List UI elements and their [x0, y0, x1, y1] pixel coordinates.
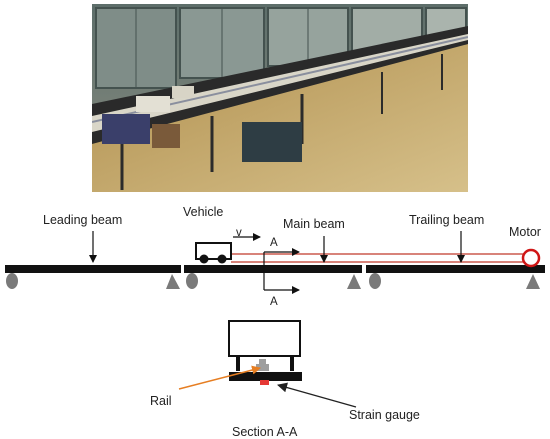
section-title: Section A-A — [232, 425, 298, 439]
main-beam-label: Main beam — [283, 217, 345, 231]
trailing-beam-pin-support — [526, 274, 540, 289]
vehicle-label: Vehicle — [183, 205, 223, 219]
section-vehicle-body — [228, 320, 301, 357]
strain-gauge-label: Strain gauge — [349, 408, 420, 422]
leading-beam-roller-support — [6, 273, 18, 289]
main-beam — [184, 265, 362, 273]
strain-gauge-pointer — [277, 382, 357, 408]
leading-beam — [5, 265, 181, 273]
rail-pointer — [178, 365, 261, 390]
section-a-a-drawing — [228, 320, 302, 385]
section-marker-top-label: A — [270, 237, 278, 249]
velocity-label: v — [236, 227, 242, 239]
section-vehicle-leg-left — [236, 356, 240, 371]
main-beam-pin-support — [347, 274, 361, 289]
photo-floor — [92, 44, 468, 192]
trailing-beam — [366, 265, 545, 273]
motor-icon — [521, 248, 541, 268]
trailing-beam-roller-support — [369, 273, 381, 289]
section-rail — [256, 364, 269, 371]
photo-equipment — [102, 86, 302, 162]
section-rail-head — [259, 359, 266, 365]
rail-label: Rail — [150, 394, 172, 408]
leading-beam-label: Leading beam — [43, 213, 122, 227]
vehicle — [195, 242, 232, 264]
vehicle-wheel-rear — [199, 254, 209, 264]
section-beam — [229, 372, 302, 381]
leading-beam-pin-support — [166, 274, 180, 289]
section-vehicle-leg-right — [290, 356, 294, 371]
strain-gauge-marker — [260, 380, 269, 385]
motor-label: Motor — [509, 225, 541, 239]
vehicle-wheel-front — [217, 254, 227, 264]
trailing-beam-label: Trailing beam — [409, 213, 484, 227]
section-marker-bottom-label: A — [270, 296, 278, 308]
test-rig-photo — [92, 4, 468, 192]
main-beam-roller-support — [186, 273, 198, 289]
